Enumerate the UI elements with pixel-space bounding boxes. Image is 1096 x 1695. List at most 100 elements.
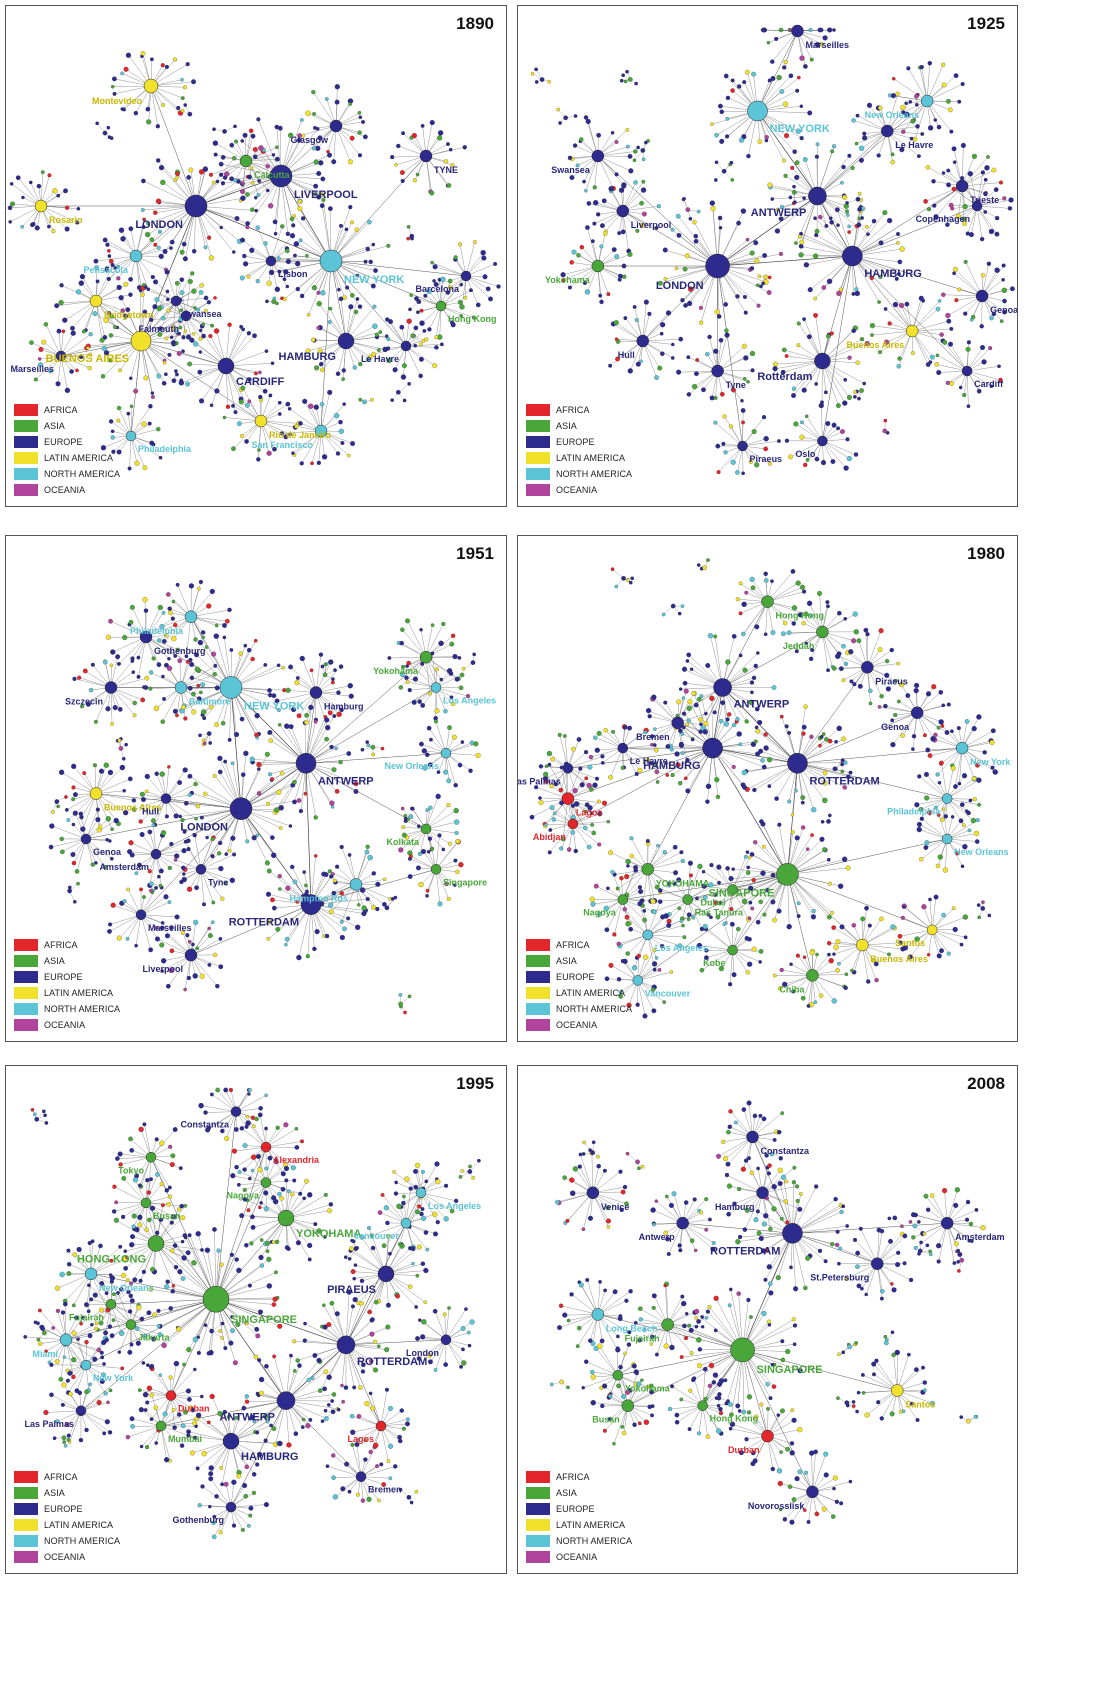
port-node bbox=[364, 1400, 370, 1407]
port-node bbox=[713, 420, 718, 425]
port-node bbox=[725, 134, 730, 139]
port-node bbox=[267, 203, 274, 209]
port-node bbox=[659, 943, 665, 949]
legend-swatch bbox=[526, 939, 550, 951]
port-node bbox=[566, 1385, 570, 1390]
port-node bbox=[267, 692, 273, 698]
hub-node bbox=[730, 1337, 755, 1363]
port-node bbox=[182, 767, 188, 773]
port-node bbox=[172, 1127, 178, 1132]
port-node bbox=[102, 237, 108, 243]
port-node bbox=[359, 1234, 365, 1240]
port-node bbox=[71, 860, 77, 866]
port-node bbox=[331, 1475, 336, 1481]
port-node bbox=[853, 629, 859, 635]
port-node bbox=[220, 1321, 225, 1326]
port-node bbox=[682, 680, 688, 686]
port-node bbox=[182, 256, 188, 262]
port-node bbox=[590, 1341, 596, 1347]
port-node bbox=[212, 140, 219, 146]
port-node bbox=[927, 60, 933, 66]
port-node bbox=[783, 60, 788, 65]
port-node bbox=[936, 124, 942, 130]
port-node bbox=[198, 579, 203, 584]
port-node bbox=[826, 941, 832, 946]
port-node bbox=[103, 762, 109, 768]
port-node bbox=[750, 906, 755, 911]
hub-label: Hampton Rds bbox=[290, 893, 349, 903]
port-node bbox=[271, 153, 276, 157]
port-node bbox=[998, 180, 1003, 185]
port-node bbox=[403, 816, 408, 821]
port-node bbox=[827, 738, 833, 744]
port-node bbox=[37, 1341, 43, 1346]
port-node bbox=[316, 1228, 322, 1234]
port-node bbox=[790, 813, 795, 817]
hub-node bbox=[377, 1265, 395, 1283]
legend-item: AFRICA bbox=[526, 402, 632, 418]
port-node bbox=[796, 901, 801, 906]
port-node bbox=[724, 1172, 730, 1178]
port-node bbox=[118, 227, 125, 233]
port-node bbox=[902, 905, 906, 909]
port-node bbox=[329, 909, 334, 914]
port-node bbox=[621, 183, 627, 189]
hub-node bbox=[419, 650, 433, 664]
hub-node bbox=[143, 78, 159, 94]
port-node bbox=[455, 838, 461, 844]
port-node bbox=[746, 153, 751, 159]
port-node bbox=[116, 1291, 120, 1295]
port-node bbox=[48, 368, 53, 374]
port-node bbox=[766, 1171, 771, 1176]
port-node bbox=[584, 188, 588, 193]
port-node bbox=[915, 124, 920, 129]
port-node bbox=[794, 649, 799, 654]
port-node bbox=[193, 306, 197, 310]
port-node bbox=[619, 78, 624, 83]
port-node bbox=[227, 607, 232, 613]
port-node bbox=[692, 1197, 697, 1202]
port-node bbox=[119, 764, 126, 771]
port-node bbox=[841, 678, 846, 683]
port-node bbox=[941, 171, 946, 175]
legend-label: NORTH AMERICA bbox=[44, 1536, 121, 1546]
port-node bbox=[274, 1270, 278, 1275]
port-node bbox=[105, 242, 110, 247]
port-node bbox=[170, 1289, 175, 1294]
port-node bbox=[138, 1126, 144, 1133]
port-node bbox=[450, 701, 456, 707]
port-node bbox=[149, 237, 155, 242]
port-node bbox=[946, 951, 951, 956]
port-node bbox=[647, 311, 652, 316]
legend-label: EUROPE bbox=[556, 972, 595, 982]
port-node bbox=[233, 410, 238, 415]
port-node bbox=[737, 1187, 742, 1192]
port-node bbox=[81, 329, 86, 334]
port-node bbox=[140, 292, 145, 297]
port-node bbox=[818, 214, 823, 220]
hub-node bbox=[782, 1223, 803, 1244]
port-node bbox=[47, 173, 52, 178]
port-node bbox=[386, 346, 391, 351]
legend-item: EUROPE bbox=[14, 1501, 120, 1517]
hub-label: ANTWERP bbox=[318, 775, 374, 787]
port-node bbox=[116, 284, 122, 291]
port-node bbox=[652, 1222, 656, 1227]
port-node bbox=[572, 1166, 579, 1172]
port-node bbox=[689, 1351, 694, 1356]
port-node bbox=[760, 758, 765, 763]
port-node bbox=[358, 1385, 363, 1390]
port-node bbox=[800, 420, 804, 425]
hub-node bbox=[295, 753, 317, 774]
hub-node bbox=[617, 742, 629, 754]
port-node bbox=[30, 1108, 35, 1112]
port-node bbox=[622, 1184, 628, 1190]
port-node bbox=[923, 199, 928, 204]
port-node bbox=[170, 635, 177, 642]
hub-label: Abidjan bbox=[533, 832, 566, 842]
port-node bbox=[830, 1514, 836, 1519]
port-node bbox=[161, 380, 167, 386]
port-node bbox=[795, 88, 800, 93]
hub-node bbox=[567, 818, 579, 830]
port-node bbox=[254, 208, 258, 213]
